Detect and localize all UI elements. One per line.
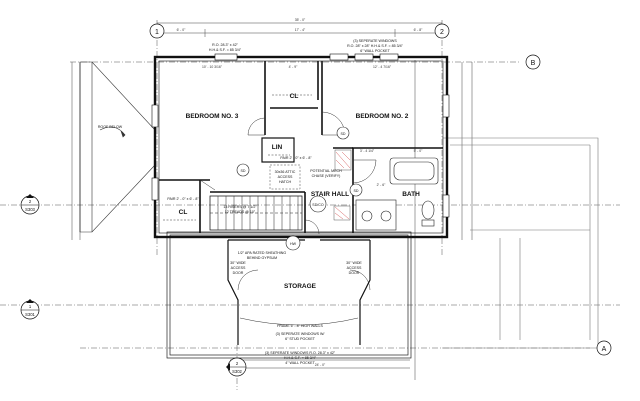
s303-number: 2 <box>29 199 32 204</box>
section-marker-s302: 2 S302 <box>226 345 247 390</box>
windows-inner-line1: (3) SEPERATE WINDOWS W/ <box>276 332 325 336</box>
smoke-detector-2: SD <box>241 169 246 173</box>
s302-number: 2 <box>236 361 239 366</box>
room-bedroom-2: BEDROOM NO. 2 <box>356 113 409 120</box>
windows-top-line3: 6" WALL POCKET <box>360 49 390 53</box>
stair-risers-line1: 13 RISERS @ 7 1/2" <box>223 205 257 209</box>
stair-treads <box>209 195 303 231</box>
grid-2-label: 2 <box>440 29 444 36</box>
frame-walls-note: FRAME 6' - 8" HIGH WALLS <box>277 324 323 328</box>
lin-pair-note: PAIR 2' - 0" x 6' - 8" <box>280 156 312 160</box>
grid-bubble-b: B <box>525 54 541 70</box>
side-windows <box>151 94 450 218</box>
dim-overall: 35' - 0" <box>295 18 306 22</box>
roof-below-note: ROOF BELOW <box>98 125 123 129</box>
mech-note-line2: CHASE (VERIFY) <box>312 174 341 178</box>
dim-right-seg: 6' - 8" <box>414 28 423 32</box>
room-closet-lower: CL <box>179 209 188 216</box>
cl-pair-note: PAIR 2' - 0" x 6' - 8" <box>167 197 199 201</box>
dim-bedroom3-width: 10' - 10 3/16" <box>202 65 223 69</box>
s302-sheet: S302 <box>232 369 242 374</box>
frame-walls-arrow <box>239 317 359 326</box>
bath-fixtures <box>355 157 439 231</box>
dim-bedroom2-width: 12' - 4 7/16" <box>373 65 392 69</box>
room-closet-upper: CL <box>290 93 299 100</box>
smoke-co-detector: SD/CO <box>312 203 324 207</box>
dim-bath-top: 2' - 6" <box>377 183 386 187</box>
stair-risers-line2: 12 TREADS @ 10" <box>225 210 256 214</box>
room-linen: LIN <box>272 144 283 151</box>
device-symbols <box>236 126 363 251</box>
room-stair-hall: STAIR HALL <box>311 191 349 198</box>
room-bedroom-3: BEDROOM NO. 3 <box>186 113 239 120</box>
sheathing-note-line1: 1/2" APA RATED SHEATHING <box>238 251 287 255</box>
access-right-line3: DOOR <box>349 271 360 275</box>
interior-walls <box>159 61 443 233</box>
grid-bubble-1: 1 <box>149 23 165 39</box>
section-marker-s303: 2 S303 <box>20 194 40 215</box>
attic-note-line2: ACCESS <box>278 175 293 179</box>
room-storage: STORAGE <box>284 283 317 290</box>
grid-bubble-a: A <box>596 340 612 356</box>
dimension-lines <box>71 20 473 380</box>
windows-outer-line1: (3) SEPERATE WINDOWS R.O. 28.3" x 42" <box>265 351 336 355</box>
access-right-line2: ACCESS <box>347 266 362 270</box>
window-top-left-line2: H.H.& S.F. = 85 3/4" <box>209 48 242 52</box>
dim-closet-width: 4' - 9" <box>289 65 298 69</box>
grid-bubble-2: 2 <box>434 23 450 39</box>
sheathing-note-line2: BEHIND GYPSUM <box>247 256 277 260</box>
attic-note-line3: HATCH <box>279 180 292 184</box>
grid-1-label: 1 <box>155 29 159 36</box>
windows-outer-line3: 4" WALL POCKET <box>285 361 315 365</box>
attic-hatch <box>269 164 301 190</box>
s301-sheet: S301 <box>25 312 35 317</box>
access-right-line1: 30" WIDE <box>346 261 362 265</box>
exterior-walls <box>153 55 449 239</box>
dim-bottom: 24' - 0" <box>315 363 326 367</box>
mech-note-line1: POTENTIAL MECH <box>310 169 342 173</box>
storage-outline <box>166 231 412 359</box>
access-left-line3: DOOR <box>233 271 244 275</box>
access-left-line2: ACCESS <box>231 266 246 270</box>
attic-note-line1: 30x36 ATTIC <box>275 170 296 174</box>
section-marker-s301: 1 S301 <box>20 299 40 320</box>
top-windows <box>214 53 399 61</box>
room-bath: BATH <box>402 191 420 198</box>
dim-mid-seg: 17' - 4" <box>295 28 306 32</box>
dim-hall-width: 3' - 4 1/4" <box>360 149 375 153</box>
access-left-line1: 30" WIDE <box>230 261 246 265</box>
windows-top-line2: R.O. 28" x 28" H.H.& S.F. = 85 3/4" <box>347 44 404 48</box>
closet-rods <box>163 94 312 221</box>
roof-right-outline <box>442 137 599 349</box>
smoke-detector-1: SD <box>341 132 346 136</box>
smoke-detector-3: SD <box>354 189 359 193</box>
s303-sheet: S303 <box>25 207 35 212</box>
windows-top-line1: (3) SEPERATE WINDOWS <box>353 39 397 43</box>
window-top-left-line1: R.O. 28.3" x 42" <box>212 43 238 47</box>
grid-a-label: A <box>602 346 607 353</box>
windows-outer-line2: H.H.& S.F. = 85 3/4" <box>284 356 317 360</box>
s301-number: 1 <box>29 304 32 309</box>
windows-inner-line2: 6" STUD POCKET <box>285 337 316 341</box>
grid-b-label: B <box>531 60 536 67</box>
water-heater: HW <box>290 242 297 246</box>
mech-chase <box>333 149 352 221</box>
dim-left-seg: 6' - 0" <box>177 28 186 32</box>
dim-bath-width: 5' - 0" <box>414 149 423 153</box>
roof-below-area <box>79 61 156 233</box>
